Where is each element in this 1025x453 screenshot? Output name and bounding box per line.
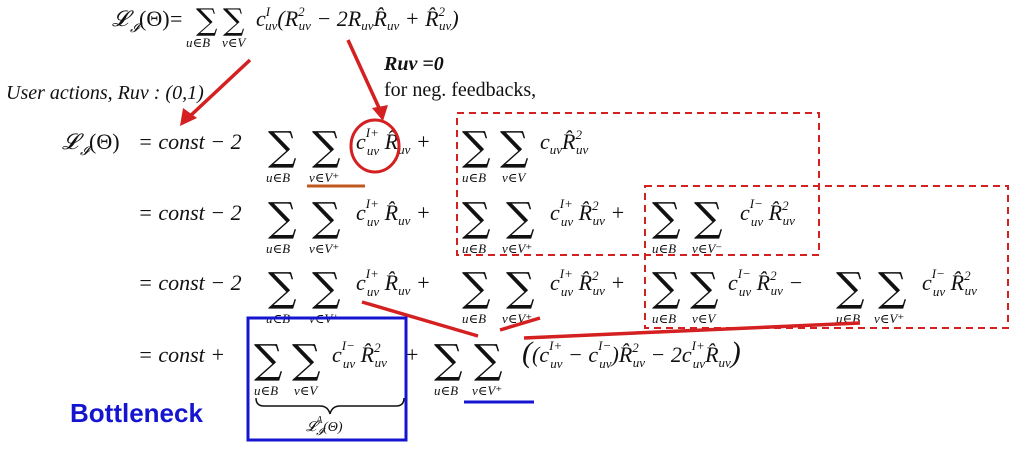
- sum-subscript-v: v∈V⁺: [309, 170, 339, 185]
- sum-subscript-u: u∈B: [462, 241, 486, 256]
- sum-symbol: ∑: [836, 265, 865, 311]
- dashed-box-2: [644, 185, 1009, 329]
- sum-subscript-u: u∈B: [254, 383, 278, 398]
- arrow-right-line: [346, 39, 382, 111]
- sum-symbol: ∑: [462, 124, 491, 170]
- sum-symbol: ∑: [500, 124, 529, 170]
- sum-symbol: ∑: [312, 195, 341, 241]
- connector-3: [523, 321, 861, 340]
- sum-symbol: ∑: [690, 265, 719, 311]
- connector-lines: [361, 300, 861, 340]
- sum-subscript-u: u∈B: [652, 311, 676, 326]
- sum-symbol: ∑: [312, 124, 341, 170]
- line3-prefix: = const − 2: [138, 200, 242, 225]
- sum-subscript-v: v∈V: [222, 35, 247, 50]
- sum-subscript-v: v∈V⁻: [692, 241, 722, 256]
- sum-subscript-v: v∈V⁺: [309, 241, 339, 256]
- arrow-right-head: [372, 105, 388, 121]
- line2-prefix: = const − 2: [138, 129, 242, 154]
- sum-subscript-v: v∈V: [692, 311, 717, 326]
- loss-argument: (Θ): [89, 129, 120, 154]
- equation-line-2: 𝓛 𝓘 (Θ) = const − 2 ∑ ∑ u∈B v∈V⁺ cI+uv R…: [62, 124, 589, 185]
- sum-symbol: ∑: [292, 337, 321, 383]
- connector-2: [499, 316, 541, 332]
- plus-sign: +: [406, 342, 418, 367]
- arrow-left-head: [180, 108, 197, 126]
- sum-symbol: ∑: [268, 195, 297, 241]
- sum-subscript-v: v∈V⁺: [874, 311, 904, 326]
- sum-symbol: ∑: [506, 265, 535, 311]
- sum-symbol: ∑: [312, 265, 341, 311]
- arrow-left-line: [186, 58, 252, 120]
- underbrace: [255, 397, 405, 415]
- highlight-circle: [349, 118, 401, 174]
- dashed-box-1: [456, 112, 820, 256]
- sum-symbol: ∑: [223, 3, 245, 38]
- ruv-zero-note: Ruv =0: [383, 53, 444, 75]
- sum-symbol: ∑: [694, 195, 723, 241]
- sum-symbol: ∑: [462, 195, 491, 241]
- bottleneck-label: Bottleneck: [70, 398, 203, 428]
- connector-1: [361, 300, 479, 338]
- sum-subscript-v: v∈V⁺: [502, 241, 532, 256]
- sum-symbol: ∑: [254, 337, 283, 383]
- sum-symbol: ∑: [878, 265, 907, 311]
- c-i-plus: cI+uv R̂uv +: [356, 266, 431, 299]
- sum-subscript-u: u∈B: [266, 241, 290, 256]
- neg-feedbacks-note: for neg. feedbacks,: [384, 79, 536, 101]
- equation-line-3: = const − 2 ∑ ∑ u∈B v∈V⁺ cI+uv R̂uv + ∑ …: [138, 195, 795, 256]
- line5-prefix: = const +: [138, 342, 225, 367]
- sum-symbol: ∑: [268, 124, 297, 170]
- sum-symbol: ∑: [474, 337, 503, 383]
- sum-symbol: ∑: [506, 195, 535, 241]
- sum-symbol: ∑: [652, 265, 681, 311]
- equation-line-4: = const − 2 ∑ ∑ u∈B v∈V⁺ cI+uv R̂uv + ∑ …: [138, 265, 977, 326]
- sum-subscript-v: v∈V: [502, 170, 527, 185]
- sum-subscript-v: v∈V: [294, 383, 319, 398]
- bottleneck-box: [246, 316, 408, 442]
- sum-symbol: ∑: [652, 195, 681, 241]
- sum-subscript-u: u∈B: [266, 170, 290, 185]
- line4-prefix: = const − 2: [138, 270, 242, 295]
- sum-subscript-v: v∈V⁺: [472, 383, 502, 398]
- sum-symbol: ∑: [196, 3, 218, 38]
- user-actions-note: User actions, Ruv : (0,1): [6, 82, 204, 104]
- sum-symbol: ∑: [434, 337, 463, 383]
- sum-symbol: ∑: [268, 265, 297, 311]
- sum-subscript-u: u∈B: [434, 383, 458, 398]
- sum-subscript-u: u∈B: [652, 241, 676, 256]
- sum-subscript-u: u∈B: [462, 311, 486, 326]
- sum-subscript-u: u∈B: [462, 170, 486, 185]
- loss-argument: (Θ): [139, 6, 170, 31]
- c-i-plus: cI+uv R̂uv +: [356, 196, 431, 229]
- sum-subscript-u: u∈B: [186, 35, 210, 50]
- sum-symbol: ∑: [462, 265, 491, 311]
- annotation-arrows: [180, 39, 388, 126]
- equals-sign: =: [170, 6, 182, 31]
